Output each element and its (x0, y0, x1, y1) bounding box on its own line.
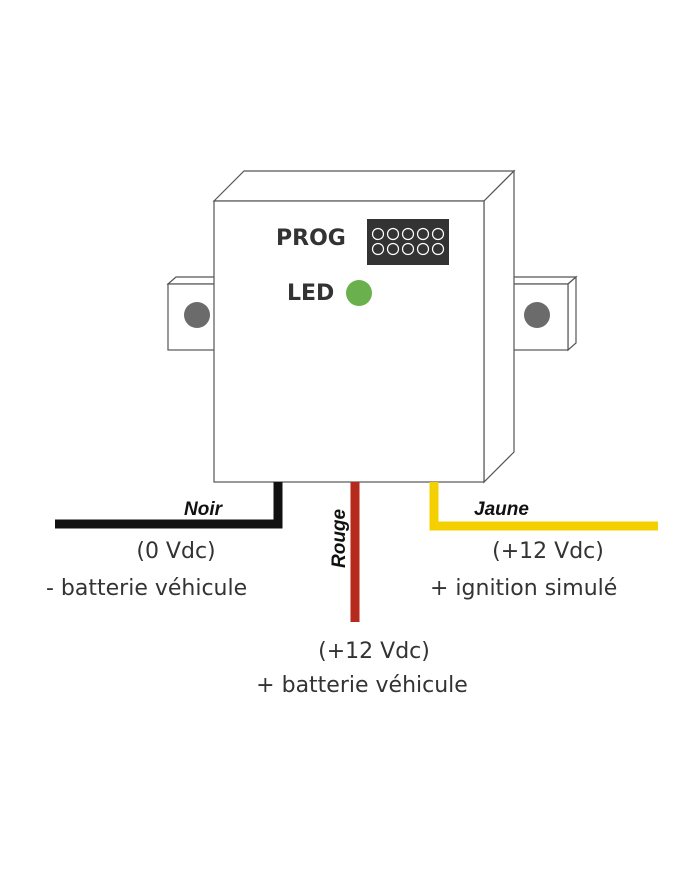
module-box (212, 169, 516, 484)
led-label: LED (287, 281, 334, 306)
wire-red-function: + batterie véhicule (256, 673, 468, 698)
connector-pin-icon (431, 227, 445, 241)
wire-red-voltage: (+12 Vdc) (318, 639, 430, 664)
wire-black-function: - batterie véhicule (46, 576, 247, 601)
connector-pin-icon (401, 227, 415, 241)
wire-yellow-name: Jaune (474, 499, 529, 520)
connector-pin-icon (386, 242, 400, 256)
wire-yellow (429, 482, 658, 531)
prog-connector (367, 219, 449, 265)
mounting-ear-left (166, 276, 217, 351)
screw-hole-left-icon (184, 302, 210, 328)
connector-pin-icon (371, 242, 385, 256)
screw-hole-right-icon (524, 302, 550, 328)
wire-black-name: Noir (184, 499, 224, 520)
prog-label: PROG (276, 226, 346, 251)
connector-pin-icon (431, 242, 445, 256)
connector-pin-icon (371, 227, 385, 241)
connector-pin-icon (401, 242, 415, 256)
wire-yellow-voltage: (+12 Vdc) (492, 539, 604, 564)
led-indicator-icon (346, 280, 372, 306)
connector-pins (371, 227, 445, 256)
wire-black-voltage: (0 Vdc) (136, 539, 215, 564)
connector-pin-icon (386, 227, 400, 241)
connector-pin-icon (416, 242, 430, 256)
wire-yellow-function: + ignition simulé (430, 576, 617, 601)
connector-pin-icon (416, 227, 430, 241)
wire-black (55, 482, 283, 529)
wire-red-name: Rouge (329, 508, 350, 568)
